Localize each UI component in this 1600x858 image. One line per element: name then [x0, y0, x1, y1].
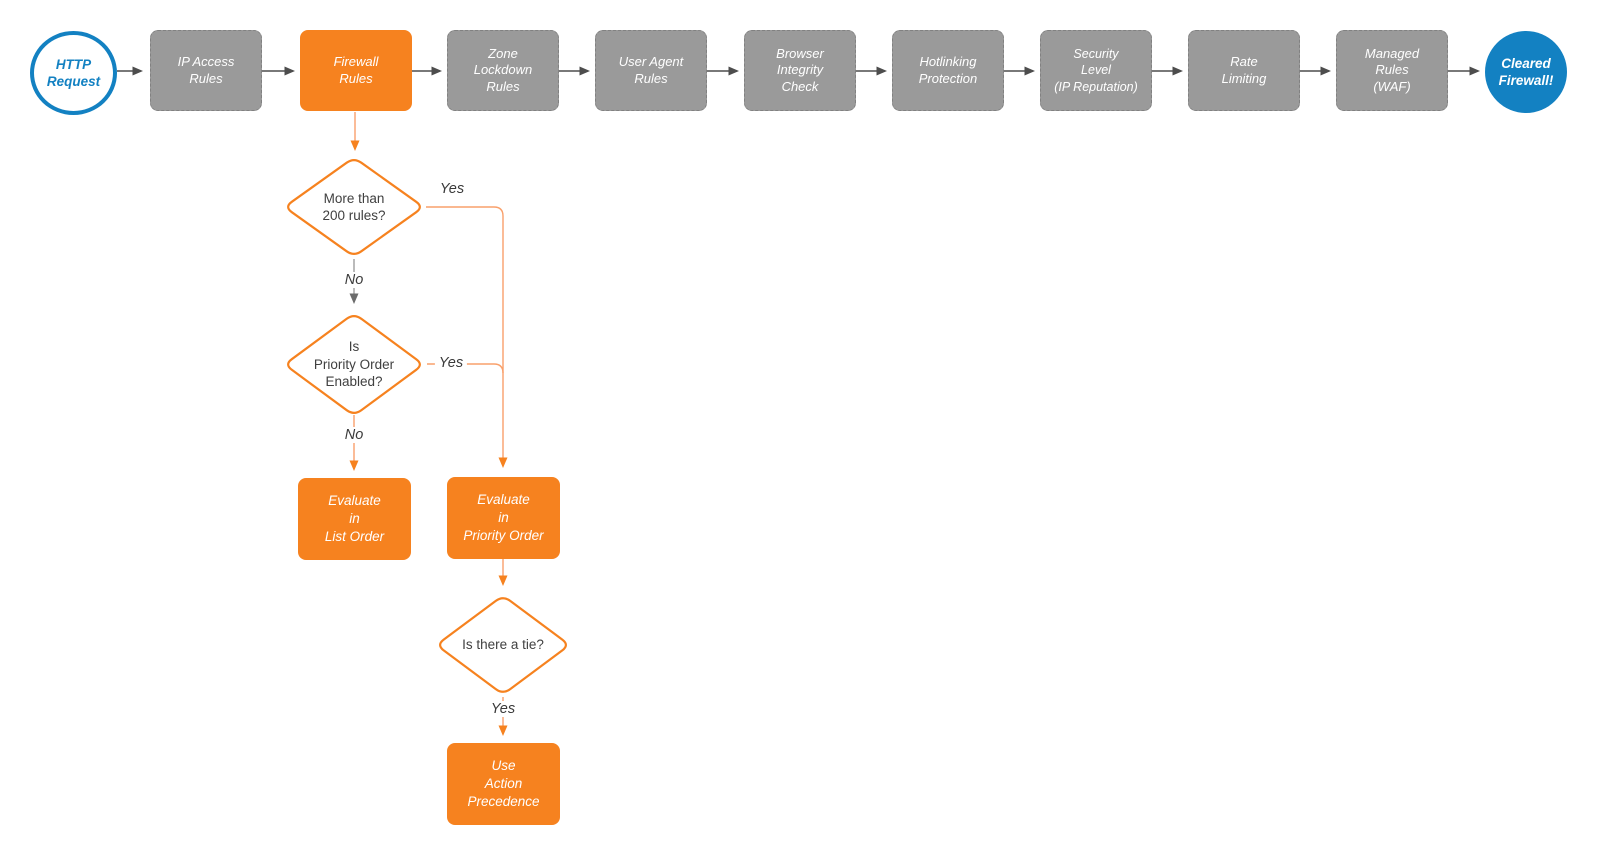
node-firewall-rules: Firewall Rules	[300, 30, 412, 111]
node-security-level-label: Security Level (IP Reputation)	[1054, 46, 1138, 94]
edge-label-yes-200: Yes	[439, 181, 465, 197]
diamond-shape	[439, 597, 567, 693]
diamond-shape	[287, 159, 421, 255]
node-rate-limiting-label: Rate Limiting	[1221, 54, 1267, 86]
node-zone-lockdown-rules: Zone Lockdown Rules	[447, 30, 559, 111]
node-user-agent-rules: User Agent Rules	[595, 30, 707, 111]
decision-is-there-a-tie-label: Is there a tie?	[462, 637, 544, 653]
decision-more-than-200-rules-label: More than 200 rules?	[322, 190, 386, 224]
edge-decision-priority-yes	[427, 363, 504, 374]
node-use-action-precedence: Use Action Precedence	[447, 743, 560, 825]
decision-more-than-200-rules: More than 200 rules?	[282, 155, 426, 259]
decision-priority-order-enabled-label: Is Priority Order Enabled?	[313, 339, 395, 390]
node-cleared-firewall: Cleared Firewall!	[1485, 31, 1567, 113]
node-http-request: HTTP Request	[30, 31, 117, 115]
node-use-action-precedence-label: Use Action Precedence	[467, 758, 540, 809]
node-firewall-rules-label: Firewall Rules	[333, 54, 379, 86]
edge-label-no-priority: No	[340, 427, 368, 443]
node-evaluate-in-priority-order: Evaluate in Priority Order	[447, 477, 560, 559]
node-zone-lockdown-rules-label: Zone Lockdown Rules	[473, 45, 533, 94]
node-hotlinking-protection-label: Hotlinking Protection	[918, 54, 978, 86]
node-browser-integrity-check: Browser Integrity Check	[744, 30, 856, 111]
node-hotlinking-protection: Hotlinking Protection	[892, 30, 1004, 111]
edge-label-no-200: No	[340, 272, 368, 288]
node-ip-access-rules: IP Access Rules	[150, 30, 262, 111]
edge-label-yes-priority: Yes	[434, 355, 468, 371]
node-managed-rules-waf-label: Managed Rules (WAF)	[1364, 45, 1420, 94]
decision-is-there-a-tie: Is there a tie?	[434, 593, 572, 697]
node-rate-limiting: Rate Limiting	[1188, 30, 1300, 111]
node-evaluate-in-priority-order-label: Evaluate in Priority Order	[463, 492, 544, 543]
node-evaluate-in-list-order-label: Evaluate in List Order	[324, 493, 385, 544]
edge-label-yes-tie: Yes	[486, 701, 520, 717]
node-cleared-firewall-label: Cleared Firewall!	[1498, 56, 1554, 88]
node-browser-integrity-check-label: Browser Integrity Check	[776, 45, 824, 94]
node-evaluate-in-list-order: Evaluate in List Order	[298, 478, 411, 560]
diamond-shape	[287, 315, 421, 414]
node-user-agent-rules-label: User Agent Rules	[618, 54, 684, 86]
node-security-level: Security Level (IP Reputation)	[1040, 30, 1152, 111]
node-ip-access-rules-label: IP Access Rules	[177, 54, 235, 86]
edge-decision-200-yes	[426, 206, 508, 468]
decision-priority-order-enabled: Is Priority Order Enabled?	[282, 311, 426, 418]
node-managed-rules-waf: Managed Rules (WAF)	[1336, 30, 1448, 111]
node-http-request-label: HTTP Request	[46, 57, 101, 89]
